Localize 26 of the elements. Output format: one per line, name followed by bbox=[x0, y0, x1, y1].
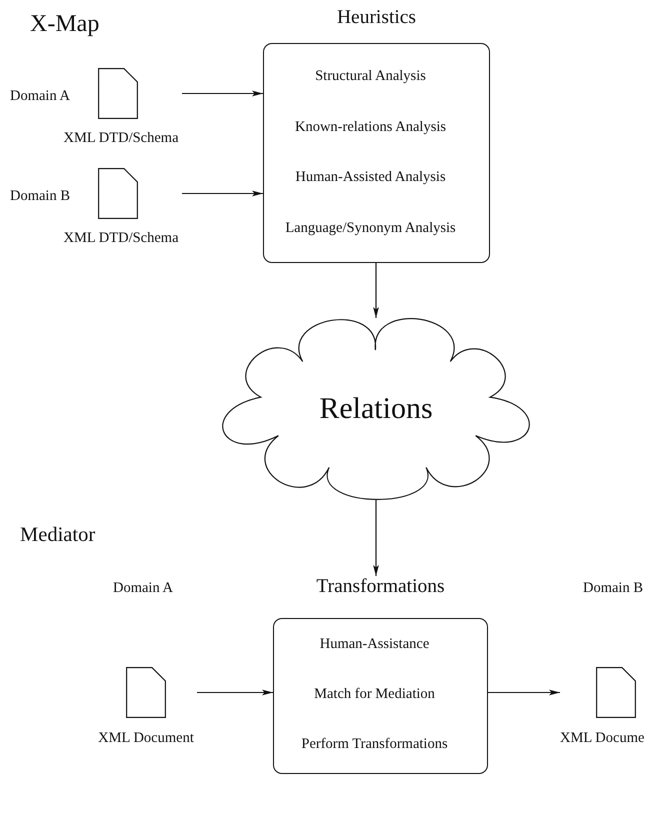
step-text: Match for Mediation bbox=[313, 685, 436, 703]
section-heading: X-Map bbox=[30, 10, 100, 39]
arrow bbox=[182, 190, 263, 196]
arrow bbox=[182, 90, 263, 96]
cloud-label: Relations bbox=[318, 392, 434, 426]
file-caption: XML DTD/Schema bbox=[62, 129, 180, 147]
step-text: Language/Synonym Analysis bbox=[284, 218, 457, 236]
arrow bbox=[373, 500, 379, 576]
step-text: Known-relations Analysis bbox=[294, 118, 448, 136]
arrow bbox=[488, 690, 560, 696]
step-text: Structural Analysis bbox=[314, 67, 427, 85]
column-label: Domain B bbox=[583, 579, 644, 597]
panel-heading: Transformations bbox=[315, 576, 446, 598]
arrow bbox=[373, 263, 379, 318]
file-caption: XML Docume bbox=[560, 729, 646, 747]
file-caption: XML Document bbox=[97, 729, 195, 747]
step-text: Human-Assisted Analysis bbox=[294, 168, 447, 186]
domain-label: Domain A bbox=[10, 87, 72, 105]
panel-heading: Heuristics bbox=[336, 7, 418, 29]
section-heading: Mediator bbox=[20, 523, 96, 547]
step-text: Perform Transformations bbox=[300, 735, 449, 753]
domain-label: Domain B bbox=[10, 187, 72, 205]
file-caption: XML DTD/Schema bbox=[62, 229, 180, 247]
arrow bbox=[197, 690, 273, 696]
column-label: Domain A bbox=[113, 579, 174, 597]
step-text: Human-Assistance bbox=[318, 635, 430, 653]
